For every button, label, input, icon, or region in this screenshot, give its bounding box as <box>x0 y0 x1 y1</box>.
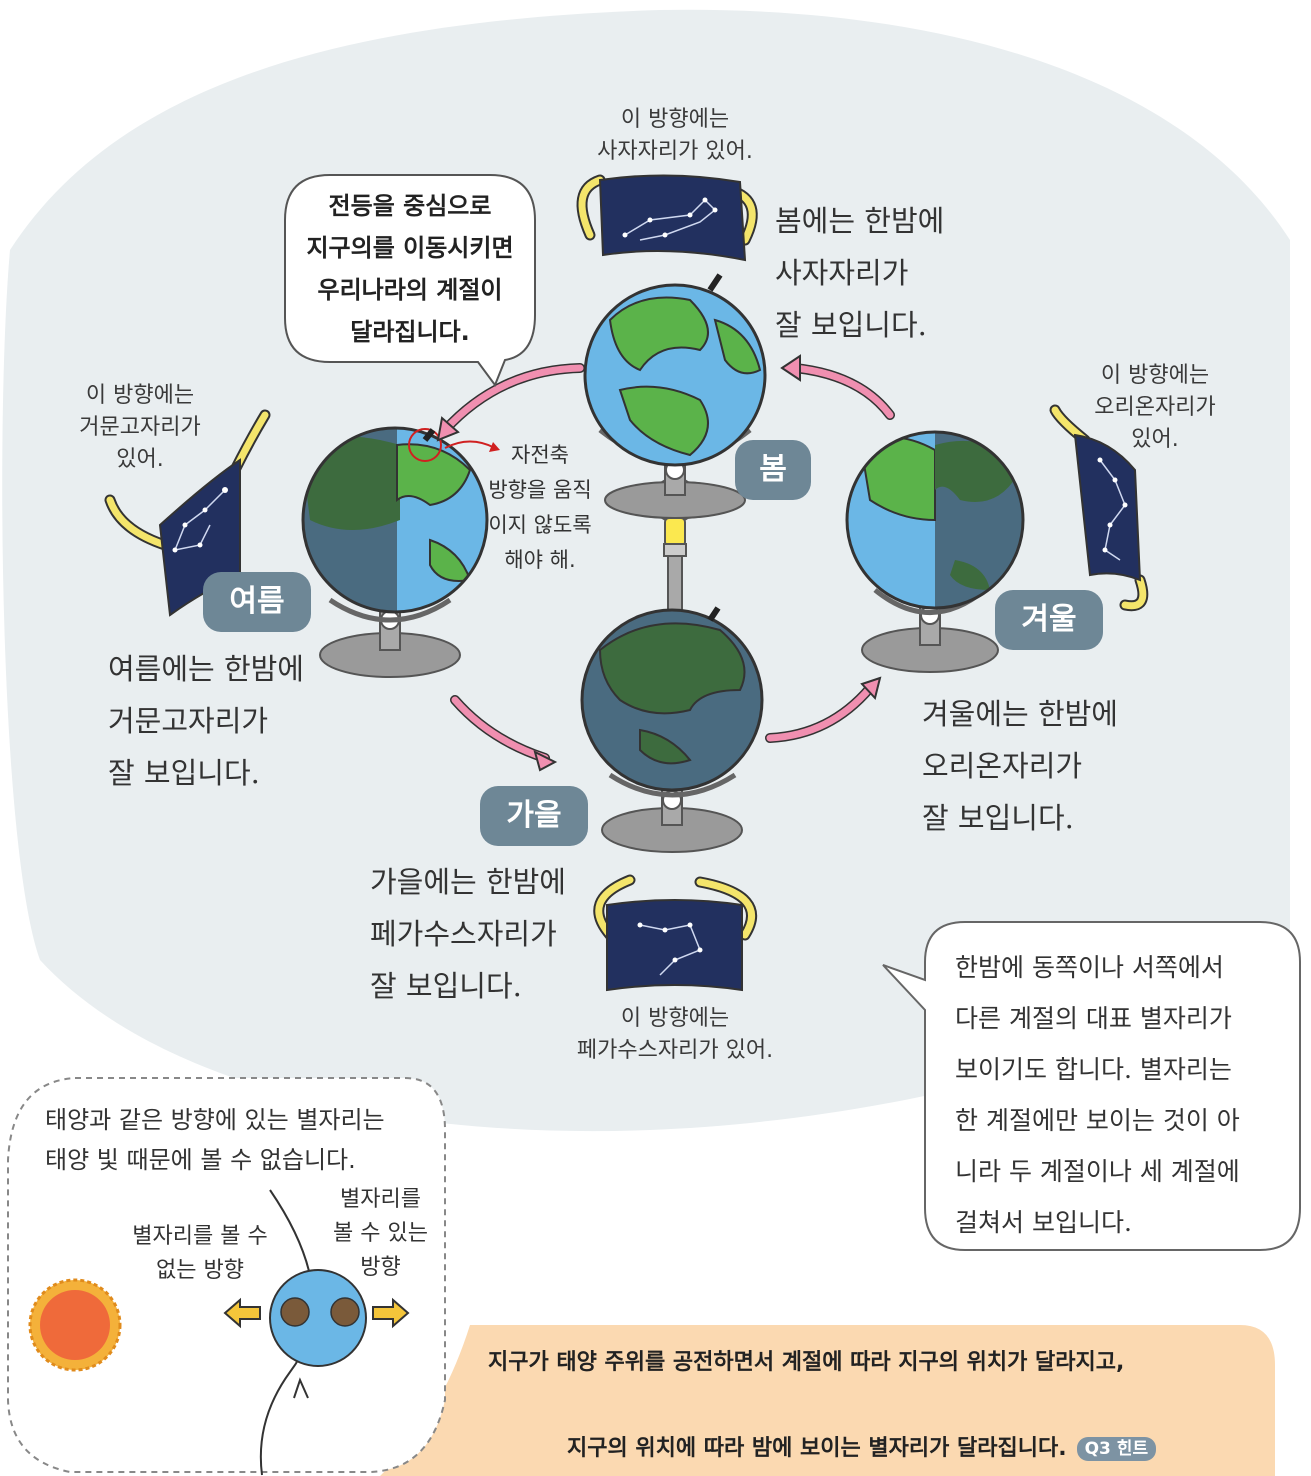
season-badge-winter: 겨울 <box>995 590 1103 650</box>
star-card-orion <box>1049 404 1149 612</box>
axis-note: 자전축 방향을 움직 이지 않도록 해야 해. <box>488 443 592 572</box>
sun-icon <box>28 1278 122 1372</box>
side-note-text: 한밤에 동쪽이나 서쪽에서 다른 계절의 대표 별자리가 보이기도 합니다. 별… <box>955 953 1240 1237</box>
orbit-line <box>259 1189 315 1476</box>
direction-note-spring: 이 방향에는 사자자리가 있어. <box>597 107 753 164</box>
cannot-see-label: 별자리를 볼 수 없는 방향 <box>132 1224 268 1283</box>
description-summer: 여름에는 한밤에 거문고자리가 잘 보입니다. <box>108 652 304 790</box>
season-badge-summer: 여름 <box>203 572 311 632</box>
left-arrow-icon <box>223 1297 261 1329</box>
speech-bubble-main <box>284 174 536 388</box>
summary-line-1: 지구가 태양 주위를 공전하면서 계절에 따라 지구의 위치가 달라지고, <box>488 1350 1125 1375</box>
bubble-main-text: 전등을 중심으로 지구의를 이동시키면 우리나라의 계절이 달라집니다. <box>306 192 514 346</box>
description-winter: 겨울에는 한밤에 오리온자리가 잘 보입니다. <box>922 697 1118 835</box>
summary-line-2-text: 지구의 위치에 따라 밤에 보이는 별자리가 달라집니다. <box>567 1436 1067 1461</box>
direction-note-winter: 이 방향에는 오리온자리가 있어. <box>1094 363 1216 452</box>
season-badge-autumn: 가을 <box>480 786 588 846</box>
axis-note-arrow <box>444 440 496 449</box>
season-badge-spring: 봄 <box>735 440 811 500</box>
direction-note-autumn: 이 방향에는 페가수스자리가 있어. <box>576 1006 774 1063</box>
globe-autumn <box>580 606 764 853</box>
summary-band <box>380 1325 1275 1476</box>
summary-line-2: 지구의 위치에 따라 밤에 보이는 별자리가 달라집니다. Q3 힌트 <box>567 1386 1267 1470</box>
hint-badge[interactable]: Q3 힌트 <box>1076 1437 1157 1461</box>
sun-box <box>7 1077 446 1473</box>
side-note-bubble <box>882 921 1301 1251</box>
globe-winter <box>845 430 1025 673</box>
star-card-pegasus <box>593 874 758 992</box>
sun-box-text: 태양과 같은 방향에 있는 별자리는 태양 빛 때문에 볼 수 없습니다. <box>45 1106 385 1174</box>
direction-note-summer: 이 방향에는 거문고자리가 있어. <box>79 383 201 472</box>
small-earth-icon <box>269 1269 367 1367</box>
right-arrow-icon <box>372 1297 410 1329</box>
description-spring: 봄에는 한밤에 사자자리가 잘 보입니다. <box>775 204 945 342</box>
description-autumn: 가을에는 한밤에 페가수스자리가 잘 보입니다. <box>370 865 566 1003</box>
can-see-label: 별자리를 볼 수 있는 방향 <box>333 1187 428 1280</box>
globe-spring <box>583 273 767 519</box>
star-card-leo <box>576 174 758 262</box>
